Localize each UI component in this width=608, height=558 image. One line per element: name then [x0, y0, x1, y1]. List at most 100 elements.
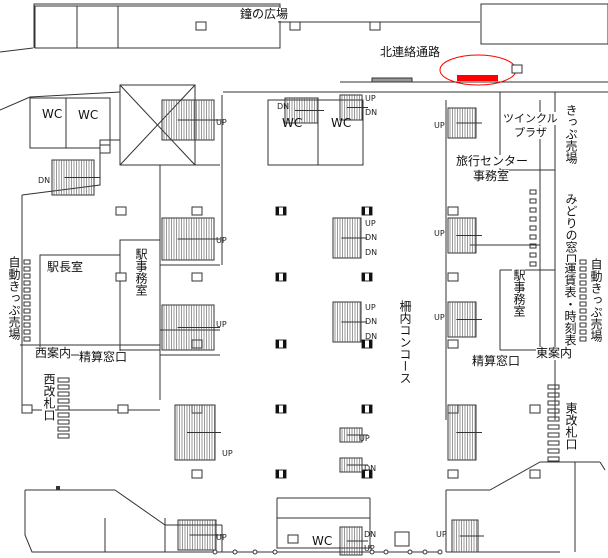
platform-marker — [212, 549, 218, 555]
stair-up-label: UP — [434, 313, 445, 322]
label-fare-adjust-west: 精算窓口 — [79, 350, 128, 364]
stair-down-label: DN — [364, 530, 377, 539]
label-station-office-east: 駅事務室 — [512, 269, 526, 317]
stair-up-label: UP — [364, 544, 375, 553]
stair-down-label: DN — [277, 102, 290, 111]
platform-marker — [252, 549, 258, 555]
column — [287, 534, 299, 544]
wc-label: WC — [78, 108, 99, 122]
stair-up-label: UP — [216, 236, 227, 245]
wc-label: WC — [282, 116, 303, 130]
label-west-gate: 西改札口 — [42, 373, 56, 421]
column — [369, 470, 372, 478]
elevator — [394, 531, 410, 547]
column — [369, 340, 372, 348]
ticket-gate — [547, 384, 560, 390]
ticket-gate — [57, 412, 70, 418]
stair-down-label: DN — [364, 464, 377, 473]
label-station-master: 駅長室 — [47, 260, 84, 274]
column — [362, 340, 365, 348]
ticket-machine — [579, 336, 587, 342]
southwest-block — [24, 490, 215, 553]
column — [283, 405, 286, 413]
wall-line — [119, 84, 196, 166]
ticket-gate — [547, 424, 560, 430]
ticket-gate — [57, 384, 70, 390]
column — [529, 469, 541, 479]
column — [362, 207, 365, 215]
label-midori-window: みどりの窓口 — [564, 193, 578, 265]
ticket-machine — [23, 266, 31, 272]
column — [369, 207, 372, 215]
column — [369, 405, 372, 413]
wc-label: WC — [312, 534, 333, 548]
label-ticket-office-north: きっぷ売場 — [564, 104, 578, 164]
column — [369, 273, 372, 281]
label-twinkle-plaza-2: プラザ — [514, 126, 547, 139]
stair-up-label: UP — [359, 434, 370, 443]
column — [191, 469, 203, 479]
ticket-gate — [57, 398, 70, 404]
stair-up-label: UP — [216, 533, 227, 542]
column — [276, 273, 279, 281]
stair-up-label: UP — [216, 118, 227, 127]
ticket-machine — [23, 259, 31, 265]
counter-window — [529, 216, 537, 222]
ticket-gate — [57, 391, 70, 397]
ticket-machine — [579, 259, 587, 265]
platform-marker — [422, 549, 428, 555]
wall-line — [599, 461, 606, 471]
stair-up-label: UP — [365, 303, 376, 312]
column — [362, 273, 365, 281]
bell-plaza-building — [34, 5, 281, 49]
column — [276, 470, 279, 478]
counter-window — [529, 198, 537, 204]
column — [283, 207, 286, 215]
stair-up-label: UP — [434, 229, 445, 238]
ticket-gate — [547, 440, 560, 446]
ticket-gate — [57, 419, 70, 425]
platform-marker — [272, 549, 278, 555]
ticket-machine — [579, 280, 587, 286]
ticket-machine — [579, 266, 587, 272]
counter-window — [529, 225, 537, 231]
ticket-machine — [23, 273, 31, 279]
wc-room-center — [267, 99, 364, 166]
ticket-gate — [57, 405, 70, 411]
ticket-gate — [547, 400, 560, 406]
ticket-machine — [579, 329, 587, 335]
void-area — [119, 84, 196, 166]
column — [191, 206, 203, 216]
column — [99, 144, 111, 154]
counter-window — [529, 234, 537, 240]
label-concourse: 柵内コンコース — [398, 300, 412, 384]
stair-up-label: UP — [436, 530, 447, 539]
counter-window — [529, 252, 537, 258]
label-auto-ticket-east: 自動きっぷ売場 — [589, 258, 603, 342]
label-east-gate: 東改札口 — [564, 402, 578, 450]
stair-up-label: UP — [365, 219, 376, 228]
wc-label: WC — [42, 107, 63, 121]
stair-down-label: DN — [365, 248, 378, 257]
label-station-office-west: 駅事務室 — [134, 248, 148, 296]
column — [511, 64, 523, 74]
ticket-gate — [57, 426, 70, 432]
column — [362, 405, 365, 413]
column — [276, 340, 279, 348]
column — [362, 470, 365, 478]
stair-down-label: DN — [365, 332, 378, 341]
ticket-machine — [579, 301, 587, 307]
ticket-gate — [57, 377, 70, 383]
ticket-machine — [579, 322, 587, 328]
wc-room-west — [29, 97, 111, 149]
column — [447, 404, 459, 414]
ticket-machine — [579, 273, 587, 279]
ticket-gate — [547, 392, 560, 398]
ticket-machine — [23, 287, 31, 293]
ticket-gate — [547, 448, 560, 454]
stair-up-label: UP — [222, 449, 233, 458]
wall-line — [114, 489, 166, 526]
ticket-machine — [579, 287, 587, 293]
column — [115, 272, 127, 282]
stair-up-label: UP — [365, 94, 376, 103]
